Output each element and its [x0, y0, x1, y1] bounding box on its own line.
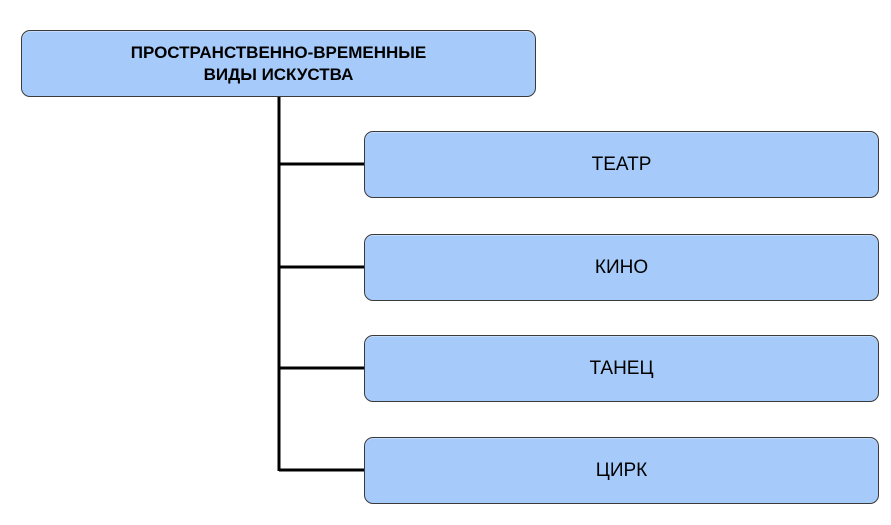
root-node-line1: ПРОСТРАНСТВЕННО-ВРЕМЕННЫЕ — [130, 42, 427, 62]
child-node-label: КИНО — [594, 256, 649, 278]
root-node-line2: ВИДЫ ИСКУСТВА — [203, 64, 354, 84]
child-node-label: ТАНЕЦ — [589, 357, 654, 379]
root-node: ПРОСТРАНСТВЕННО-ВРЕМЕННЫЕ ВИДЫ ИСКУСТВА — [21, 30, 536, 97]
child-node-kino: КИНО — [364, 234, 879, 301]
child-node-label: ТЕАТР — [591, 153, 652, 175]
child-node-teatr: ТЕАТР — [364, 131, 879, 198]
child-node-label: ЦИРК — [595, 459, 648, 481]
child-node-tanets: ТАНЕЦ — [364, 335, 879, 402]
child-node-tsirk: ЦИРК — [364, 437, 879, 504]
